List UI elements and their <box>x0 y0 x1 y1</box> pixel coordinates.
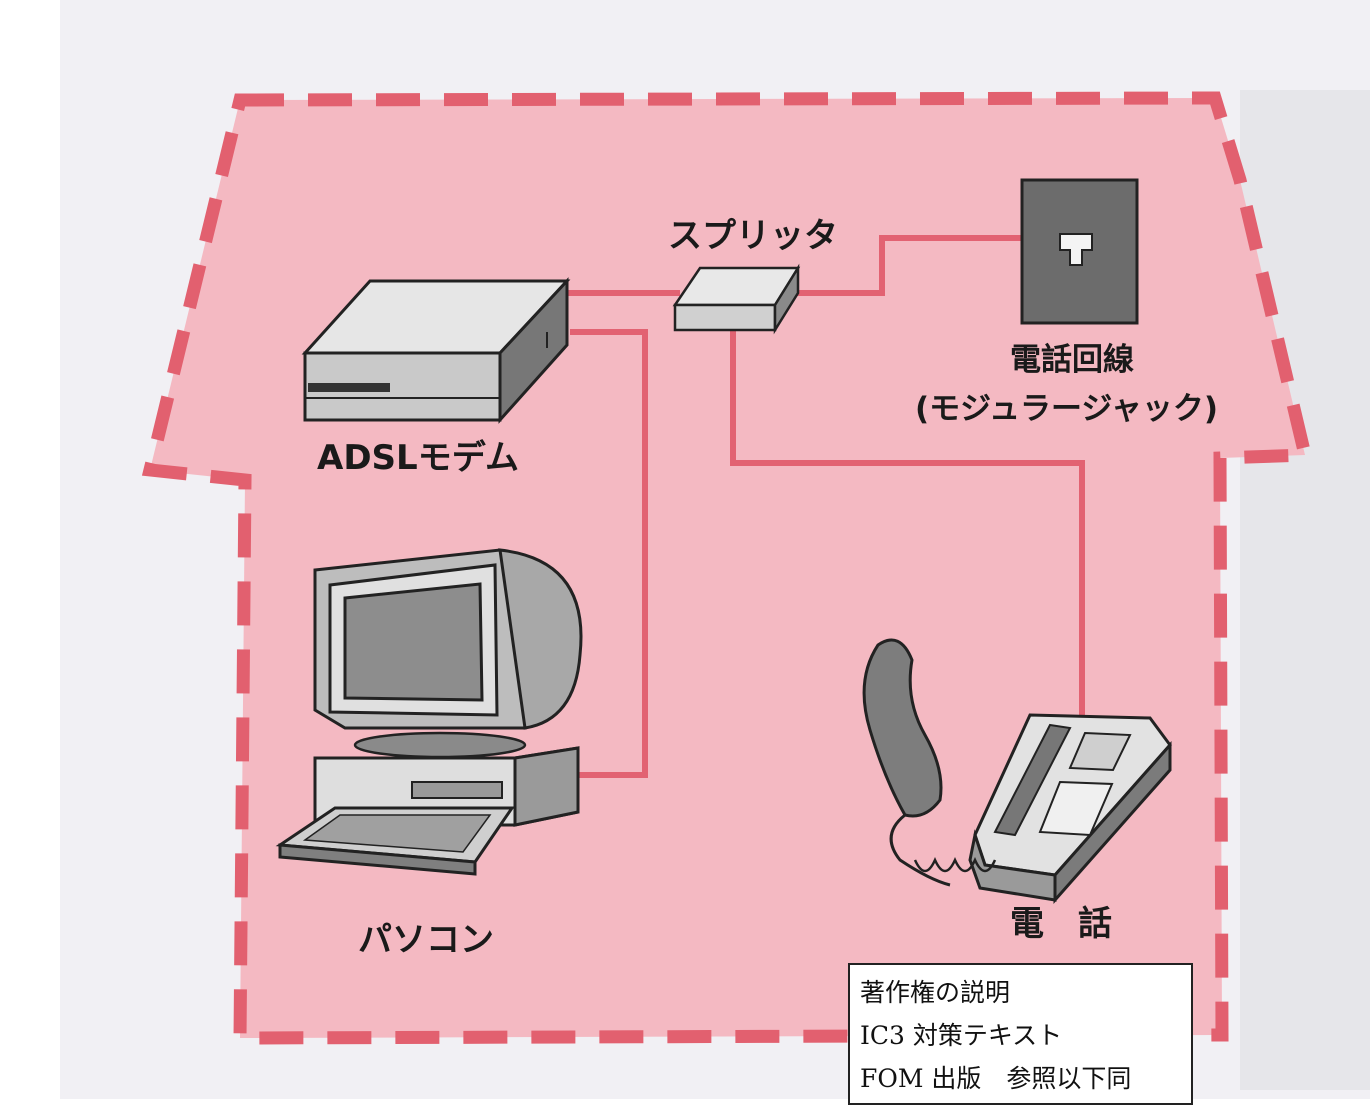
copyright-note-line3: FOM 出版 参照以下同 <box>860 1064 1132 1093</box>
cable-splitter-phone <box>730 325 1085 727</box>
telephone-label: 電 話 <box>1010 904 1112 944</box>
telephone-icon <box>862 638 1172 904</box>
splitter-icon <box>672 263 801 335</box>
phone-line-label: 電話回線 <box>1010 342 1134 378</box>
copyright-note-line1: 著作権の説明 <box>860 978 1011 1007</box>
pc-icon <box>275 548 583 876</box>
modular-jack-icon <box>1020 178 1139 325</box>
copyright-note-box: 著作権の説明 IC3 対策テキスト FOM 出版 参照以下同 <box>848 963 1193 1105</box>
splitter-label: スプリッタ <box>668 216 838 256</box>
cable-modem-pc <box>570 329 648 778</box>
cable-splitter-jack <box>795 235 1055 296</box>
copyright-note-line2: IC3 対策テキスト <box>860 1021 1063 1050</box>
pc-label: パソコン <box>358 920 494 960</box>
adsl-modem-label: ADSLモデム <box>317 438 520 478</box>
background-page-right <box>1240 90 1370 1090</box>
adsl-modem-icon <box>301 277 571 424</box>
modular-jack-label: (モジュラージャック) <box>915 391 1218 427</box>
cables <box>565 235 1085 778</box>
